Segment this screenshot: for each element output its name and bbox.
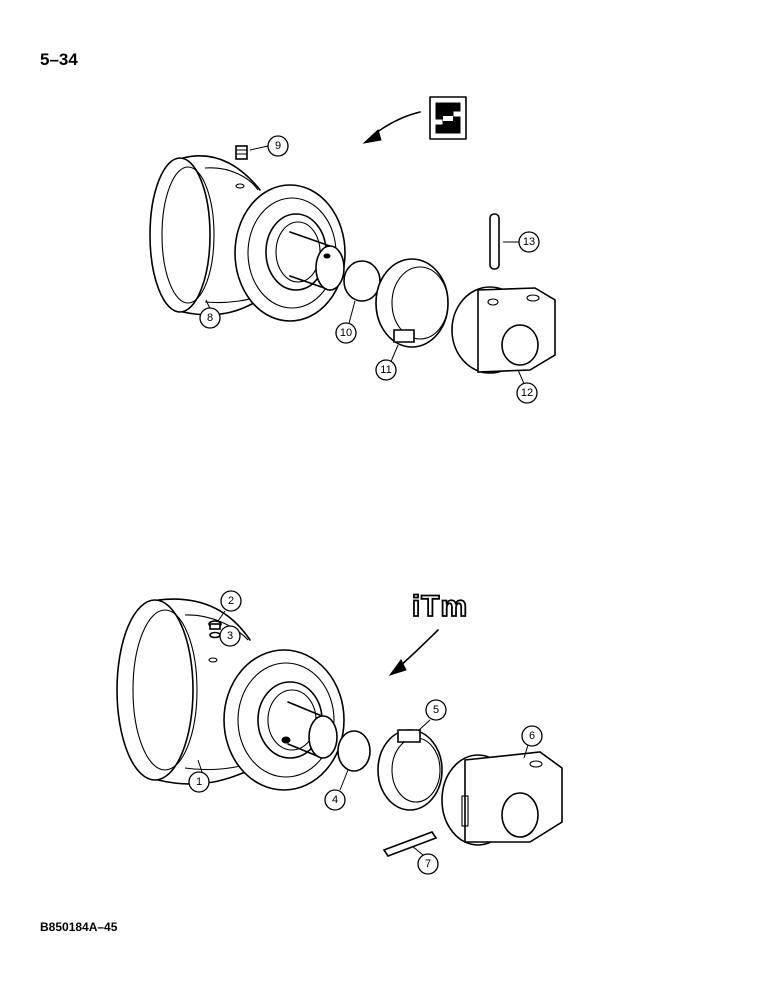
svg-text:5: 5 xyxy=(433,704,439,716)
plug-lower xyxy=(208,620,222,630)
seal-upper xyxy=(375,258,449,348)
callout-4: 4 xyxy=(324,789,346,811)
svg-text:6: 6 xyxy=(529,730,535,742)
document-code: B850184A–45 xyxy=(40,920,118,934)
callout-7: 7 xyxy=(417,853,439,875)
o-ring-upper xyxy=(343,260,381,302)
lower-assembly: iTm xyxy=(116,589,563,857)
callout-12: 12 xyxy=(516,382,538,404)
callout-11: 11 xyxy=(375,359,397,381)
svg-text:8: 8 xyxy=(207,312,213,324)
callout-2: 2 xyxy=(220,590,242,612)
pin-lower xyxy=(382,831,438,857)
direction-arrow xyxy=(388,629,439,676)
callout-10: 10 xyxy=(335,322,357,344)
page-number: 5–34 xyxy=(40,50,78,69)
callout-1: 1 xyxy=(188,771,210,793)
callout-5: 5 xyxy=(425,699,447,721)
brand-logo-bracket xyxy=(429,96,467,140)
callout-9: 9 xyxy=(267,135,289,157)
svg-text:3: 3 xyxy=(227,630,233,642)
svg-text:11: 11 xyxy=(380,364,391,376)
callout-3: 3 xyxy=(219,625,241,647)
washer-lower xyxy=(209,631,221,639)
direction-arrow xyxy=(362,111,421,144)
end-collar-lower xyxy=(441,751,563,846)
svg-text:1: 1 xyxy=(196,776,202,788)
upper-assembly xyxy=(149,96,556,389)
svg-text:2: 2 xyxy=(228,595,234,607)
callout-8: 8 xyxy=(199,307,221,329)
end-collar-upper xyxy=(451,286,556,374)
svg-text:12: 12 xyxy=(521,387,533,399)
callout-13: 13 xyxy=(518,231,540,253)
seal-lower xyxy=(377,729,443,811)
svg-text:13: 13 xyxy=(523,236,535,248)
svg-text:9: 9 xyxy=(275,140,281,152)
o-ring-lower xyxy=(337,730,371,772)
track-roller-upper xyxy=(149,155,346,322)
track-roller-lower xyxy=(116,598,345,791)
svg-text:4: 4 xyxy=(332,794,338,806)
svg-text:7: 7 xyxy=(425,858,431,870)
svg-text:10: 10 xyxy=(340,327,352,339)
pin-upper xyxy=(489,213,500,270)
callout-6: 6 xyxy=(521,725,543,747)
plug-upper xyxy=(235,145,248,160)
brand-logo-itm: iTm xyxy=(412,590,468,623)
